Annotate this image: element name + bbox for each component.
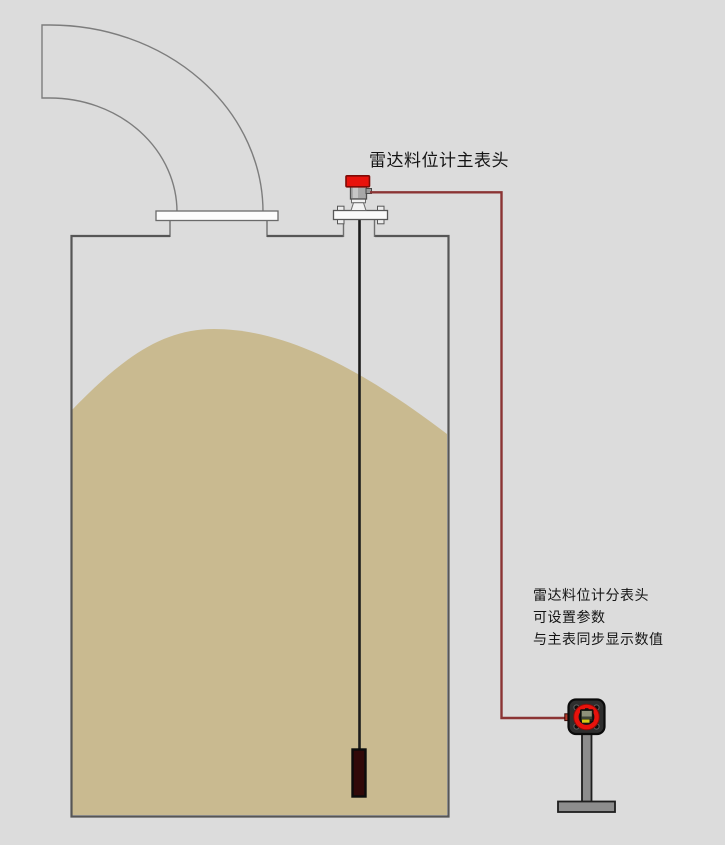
tank-outline [70, 234, 450, 818]
remote-gauge-label: 雷达料位计分表头 可设置参数 与主表同步显示数值 [533, 586, 664, 652]
signal-wire [370, 191, 569, 720]
inlet-pipe-flange [155, 210, 279, 222]
remote-gauge-label-line3: 与主表同步显示数值 [533, 633, 664, 648]
probe-weight [351, 748, 367, 798]
sensor-cap [345, 175, 371, 188]
sensor-wire-port [365, 188, 372, 194]
inlet-pipe [41, 24, 279, 237]
flange-bolt [337, 205, 345, 211]
radar-sensor-head [332, 175, 389, 225]
flange-bolt [377, 205, 385, 211]
remote-gauge-label-line1: 雷达料位计分表头 [533, 589, 649, 604]
inlet-pipe-neck [169, 219, 268, 237]
main-gauge-label: 雷达料位计主表头 [369, 151, 509, 170]
flange-bolt [337, 219, 345, 225]
sensor-body-highlight [353, 187, 358, 198]
display-screen-detail [585, 708, 589, 710]
remote-display-unit [557, 698, 616, 813]
flange-bolt [377, 219, 385, 225]
remote-gauge-label-line2: 可设置参数 [533, 611, 606, 626]
display-stand-base [557, 800, 616, 813]
display-stand-post [581, 733, 593, 804]
sensor-neck [350, 202, 367, 211]
display-screen-readout [581, 711, 592, 717]
radar-probe [351, 219, 367, 798]
inlet-pipe-elbow [41, 24, 264, 213]
display-screen-band [581, 716, 592, 719]
material-fill-mound [71, 329, 447, 815]
display-screen-keys [582, 719, 590, 723]
sensor-flange [332, 209, 389, 221]
